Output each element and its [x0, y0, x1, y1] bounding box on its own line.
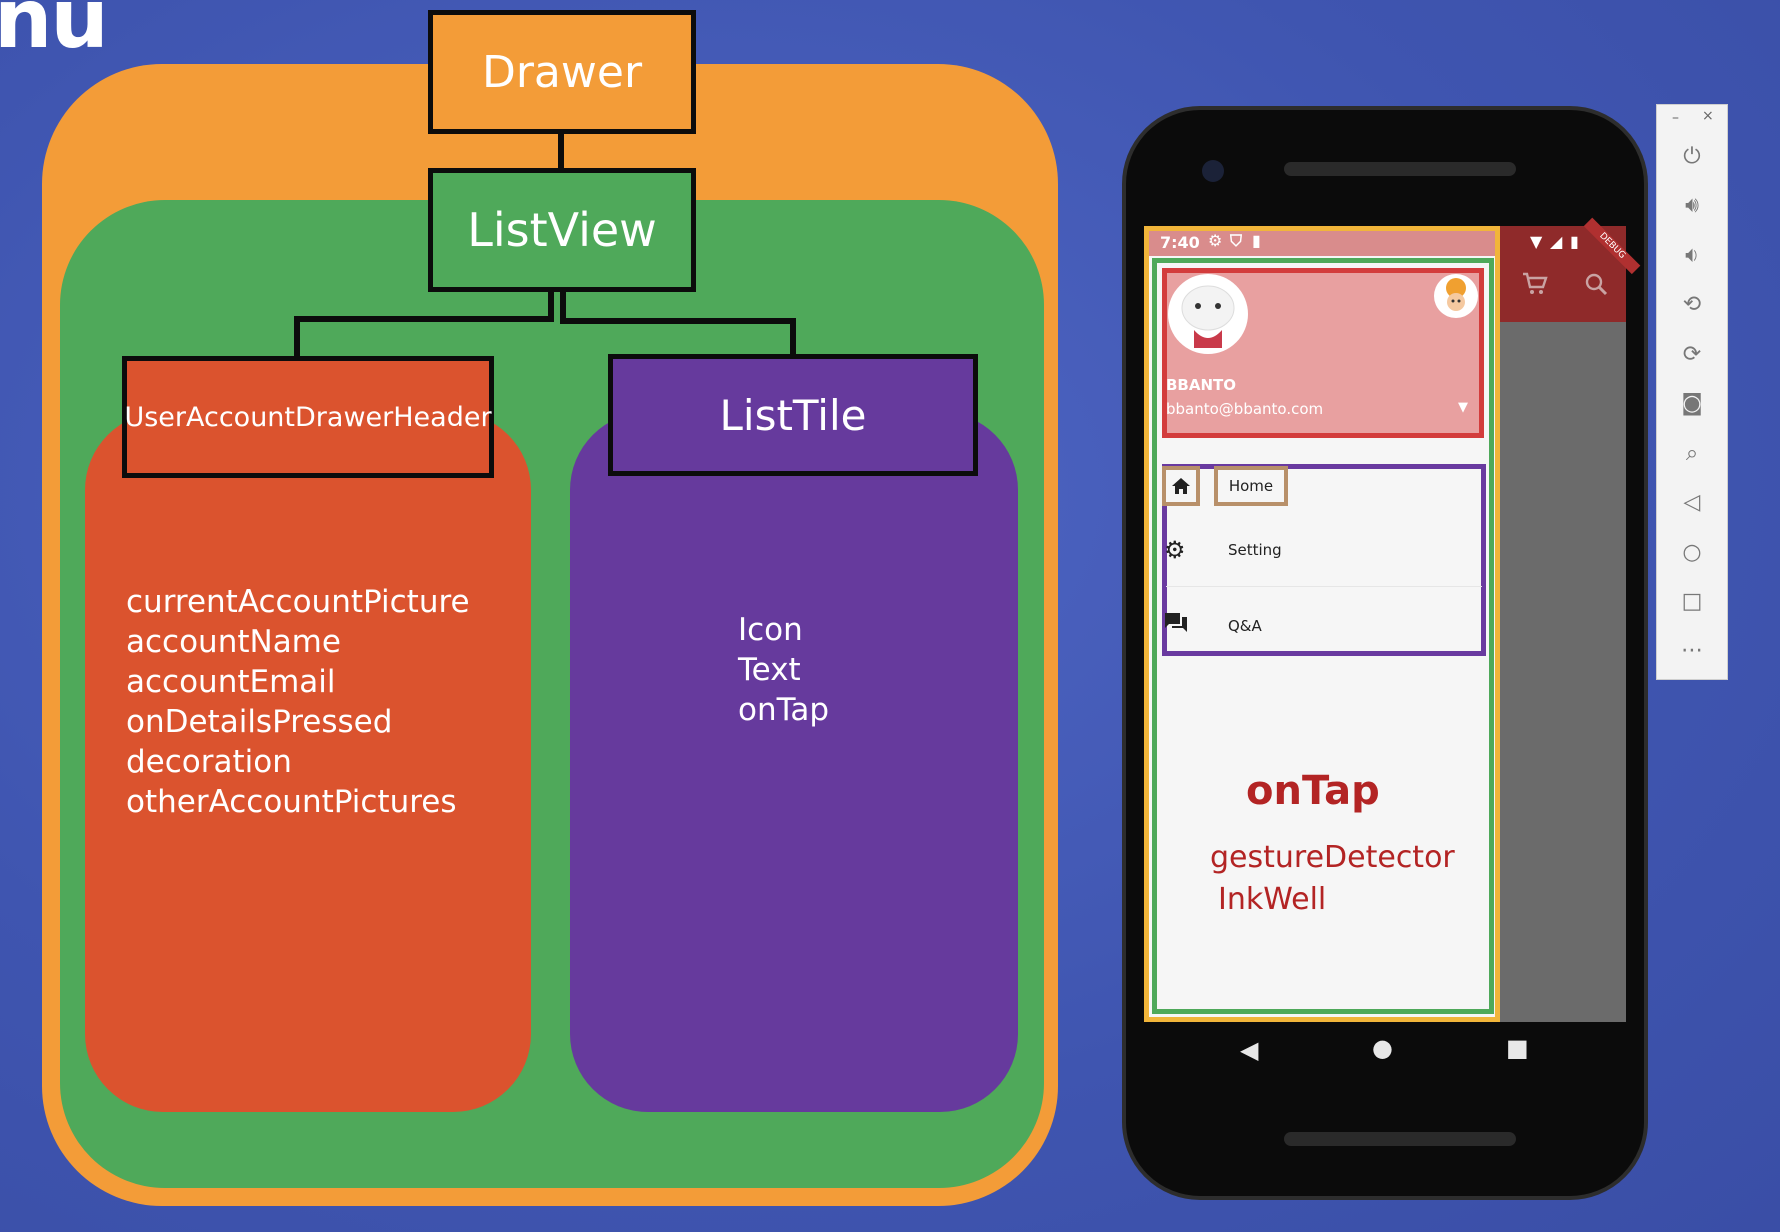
home-nav-icon[interactable]: ● [1372, 1034, 1393, 1062]
home-icon[interactable] [1162, 466, 1200, 506]
other-account-picture[interactable] [1434, 274, 1478, 318]
status-bar: 7:40 ⚙ ⛉ ▮ [1146, 228, 1498, 256]
current-account-picture[interactable] [1168, 274, 1248, 354]
listtile-node: ListTile [608, 354, 978, 476]
settings-status-icon: ⚙ [1208, 231, 1223, 250]
gesture-detector-annotation: gestureDetector [1210, 840, 1455, 875]
ontap-annotation: onTap [1246, 768, 1380, 814]
chat-icon[interactable] [1164, 612, 1188, 638]
speaker-grille [1284, 1132, 1516, 1146]
listtile-property: Icon [738, 612, 803, 648]
header-property: accountEmail [126, 664, 336, 700]
rotate-left-icon[interactable]: ⟲ [1682, 292, 1702, 317]
sd-card-status-icon: ▮ [1252, 231, 1261, 250]
inkwell-annotation: InkWell [1218, 882, 1327, 917]
listtile-property: onTap [738, 692, 830, 728]
app-bar: DEBUG [1500, 217, 1641, 322]
connector-horizontal-right [560, 318, 796, 324]
header-property: decoration [126, 744, 292, 780]
volume-down-icon[interactable]: 🔉︎ [1685, 243, 1699, 268]
more-icon[interactable]: ⋯ [1681, 638, 1703, 663]
emulator-toolbar [1656, 104, 1728, 680]
details-dropdown-icon[interactable]: ▼ [1458, 400, 1468, 415]
tile-qa-label[interactable]: Q&A [1228, 617, 1262, 635]
connector-horizontal-left [294, 316, 554, 322]
connector-left-drop [294, 316, 300, 358]
close-button[interactable]: × [1702, 108, 1714, 124]
zoom-icon[interactable]: ⌕ [1685, 441, 1699, 466]
android-nav-bar: ◀ ● ■ [1144, 1022, 1626, 1078]
drawer-outline [1144, 226, 1500, 1022]
tile-divider [1166, 586, 1482, 587]
home-circle-icon[interactable]: ○ [1682, 540, 1702, 565]
header-property: onDetailsPressed [126, 704, 393, 740]
status-bar-right: ▼ ◢ ▮ [1500, 228, 1626, 256]
camera-icon[interactable]: ◙ [1681, 391, 1703, 416]
header-property: accountName [126, 624, 341, 660]
account-email: bbanto@bbanto.com [1166, 400, 1324, 418]
drawer-scrim[interactable] [1500, 322, 1626, 1022]
wifi-icon: ▼ [1530, 232, 1543, 251]
back-nav-icon[interactable]: ◀ [1240, 1036, 1259, 1064]
rotate-right-icon[interactable]: ⟳ [1682, 342, 1702, 367]
shield-status-icon: ⛉ [1230, 231, 1243, 250]
power-icon[interactable]: ⏻ [1683, 144, 1701, 169]
connector-listview-down-right [560, 292, 566, 324]
tile-home-label[interactable]: Home [1214, 466, 1288, 506]
listtile-outline [1162, 464, 1486, 656]
listview-node: ListView [428, 168, 696, 292]
connector-listview-down-left [548, 292, 554, 322]
listview-outline [1152, 258, 1494, 1014]
cart-icon[interactable] [1522, 272, 1548, 302]
status-time: 7:40 [1160, 233, 1200, 252]
header-property: otherAccountPictures [126, 784, 457, 820]
connector-drawer-listview [558, 134, 564, 168]
gear-icon[interactable]: ⚙ [1164, 536, 1186, 564]
search-icon[interactable] [1584, 272, 1608, 300]
user-account-drawer-header-node: UserAccountDrawerHeader [122, 356, 494, 478]
overview-icon[interactable]: □ [1681, 589, 1703, 614]
account-name: BBANTO [1166, 376, 1237, 394]
signal-icon: ◢ [1550, 232, 1563, 251]
listtile-property: Text [738, 652, 801, 688]
header-properties-list: currentAccountPicture accountName accoun… [126, 582, 470, 822]
header-property: currentAccountPicture [126, 584, 470, 620]
drawer-header-region [85, 412, 531, 1112]
speaker-grille [1284, 162, 1516, 176]
listtile-properties-list: Icon Text onTap [738, 610, 829, 730]
corner-title: nu [0, 0, 109, 67]
front-camera [1202, 160, 1224, 182]
battery-icon: ▮ [1570, 232, 1579, 251]
connector-right-drop [790, 318, 796, 356]
volume-up-icon[interactable]: 🔊︎ [1685, 193, 1699, 218]
drawer-node: Drawer [428, 10, 696, 134]
tile-setting-label[interactable]: Setting [1228, 541, 1282, 559]
back-icon[interactable]: ◁ [1683, 490, 1701, 515]
recents-nav-icon[interactable]: ■ [1506, 1034, 1529, 1062]
minimize-button[interactable]: – [1672, 110, 1679, 126]
listtile-region [570, 412, 1018, 1112]
